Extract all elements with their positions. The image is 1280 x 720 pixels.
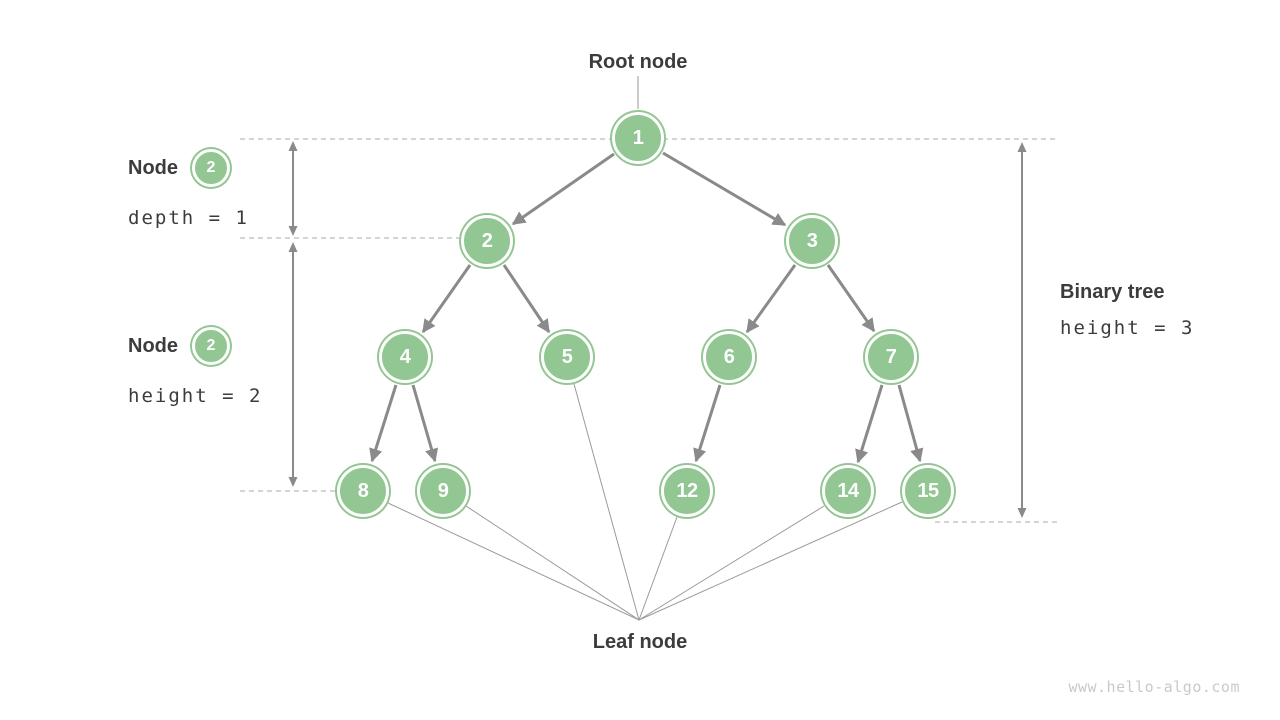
- node-depth-badge: 2: [192, 149, 230, 187]
- edge-4-9: [411, 384, 439, 463]
- leaf-line-14: [638, 505, 825, 621]
- leaf-pointer-lines: [387, 383, 903, 621]
- binary-tree-title: Binary tree: [1060, 281, 1165, 303]
- node-depth-legend: Node 2: [128, 146, 230, 190]
- leaf-line-12: [638, 516, 678, 621]
- edge-7-15: [897, 384, 924, 463]
- leaf-line-8: [387, 502, 640, 621]
- edge-2-4: [421, 264, 472, 334]
- measure-arrows: [288, 141, 1027, 518]
- tree-node-2: 2: [461, 215, 513, 267]
- edge-4-8: [369, 384, 398, 463]
- tree-node-3: 3: [786, 215, 838, 267]
- edge-7-14: [855, 384, 884, 464]
- tree-node-14: 14: [822, 465, 874, 517]
- node-depth-title: Node: [128, 156, 178, 179]
- depth-formula: depth = 1: [128, 207, 249, 229]
- node-height-title: Node: [128, 334, 178, 357]
- tree-height-measure-arrow: [1017, 142, 1027, 518]
- edge-2-5: [502, 264, 551, 334]
- edge-1-3: [662, 151, 787, 227]
- edge-6-12: [693, 384, 722, 463]
- tree-node-6: 6: [703, 331, 755, 383]
- tree-node-15: 15: [902, 465, 954, 517]
- leaf-line-15: [638, 501, 903, 621]
- tree-edges: [369, 151, 924, 464]
- tree-node-7: 7: [865, 331, 917, 383]
- watermark: www.hello-algo.com: [1068, 678, 1240, 696]
- node-height-badge: 2: [192, 327, 230, 365]
- tree-node-8: 8: [337, 465, 389, 517]
- leaf-line-5: [573, 383, 640, 621]
- depth-measure-arrow: [288, 141, 298, 236]
- tree-node-5: 5: [541, 331, 593, 383]
- node-height-measure-arrow: [288, 242, 298, 487]
- leaf-line-9: [465, 505, 640, 621]
- tree-node-1: 1: [612, 112, 664, 164]
- edge-1-2: [511, 152, 615, 226]
- node-height-formula: height = 2: [128, 385, 263, 407]
- root-node-label: Root node: [588, 51, 688, 73]
- leaf-node-label: Leaf node: [592, 631, 688, 653]
- tree-node-12: 12: [661, 465, 713, 517]
- node-height-legend: Node 2: [128, 324, 230, 368]
- tree-node-4: 4: [379, 331, 431, 383]
- tree-node-9: 9: [417, 465, 469, 517]
- edge-3-7: [826, 264, 876, 333]
- edge-3-6: [745, 264, 797, 334]
- tree-height-formula: height = 3: [1060, 317, 1195, 339]
